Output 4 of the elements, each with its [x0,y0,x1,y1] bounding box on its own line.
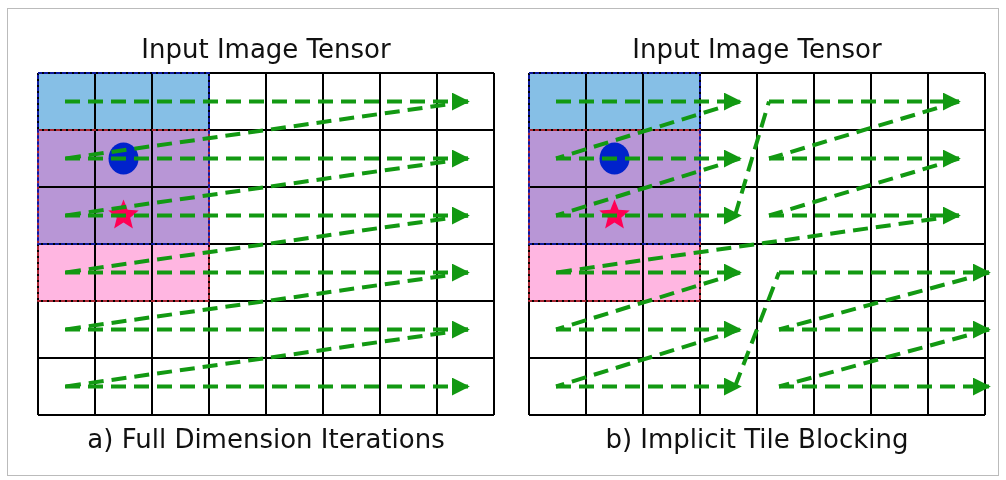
panel-caption: b) Implicit Tile Blocking [605,424,909,454]
panel-title: Input Image Tensor [141,34,391,64]
panel-caption: a) Full Dimension Iterations [87,424,445,454]
panel-title: Input Image Tensor [632,34,882,64]
